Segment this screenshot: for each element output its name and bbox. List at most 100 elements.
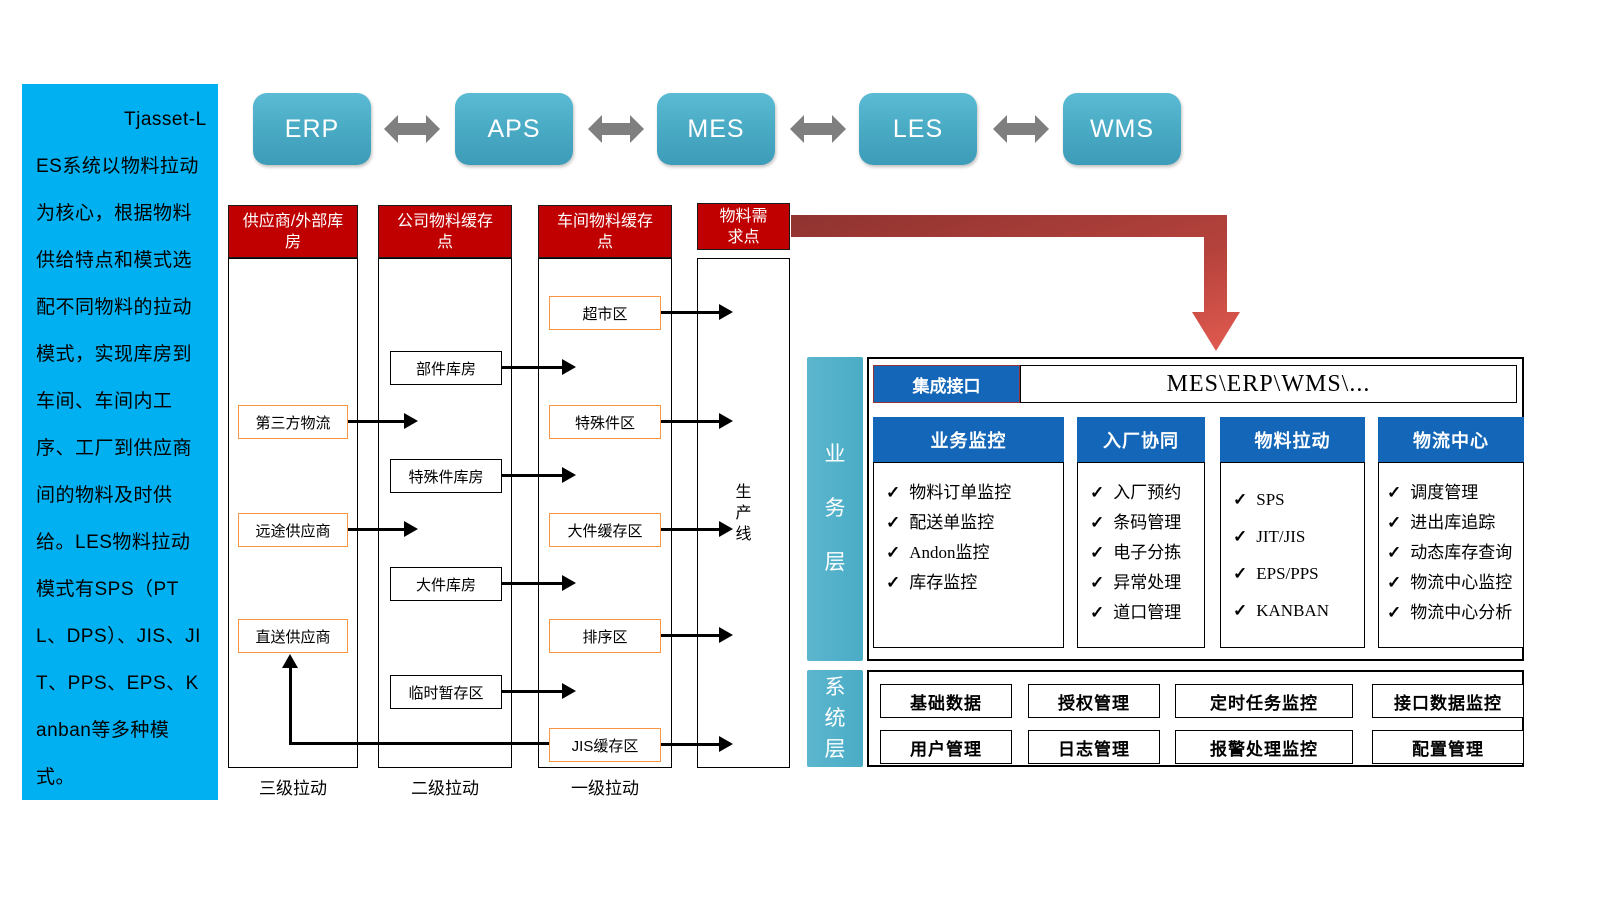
- check-icon: ✓: [1387, 513, 1402, 532]
- node-label: 远途供应商: [255, 522, 331, 540]
- module-item-label: 物流中心监控: [1410, 573, 1513, 592]
- system-item-configuration-management: 配置管理: [1372, 730, 1524, 764]
- module-title: 物流中心: [1413, 430, 1489, 451]
- system-item-label: 接口数据监控: [1394, 693, 1502, 713]
- column-header-label: 物料需求点: [719, 207, 768, 246]
- module-item-label: EPS/PPS: [1256, 564, 1319, 583]
- node-third-party-logistics: 第三方物流: [238, 405, 348, 439]
- layer-label-text: 系统层: [824, 676, 846, 761]
- system-item-log-management: 日志管理: [1028, 730, 1160, 764]
- system-layer-label: 系统层: [807, 670, 863, 767]
- module-list-business-monitoring: ✓物料订单监控 ✓配送单监控 ✓Andon监控 ✓库存监控: [873, 462, 1064, 648]
- module-item: ✓物流中心分析: [1387, 600, 1523, 625]
- module-item-label: Andon监控: [909, 543, 990, 562]
- node-large-parts-warehouse: 大件库房: [390, 567, 502, 601]
- description-sidebar: Tjasset-LES系统以物料拉动为核心，根据物料供给特点和模式选配不同物料的…: [22, 84, 218, 800]
- module-item: ✓ 动态库存查询: [1387, 540, 1523, 565]
- node-label: 第三方物流: [255, 414, 331, 432]
- system-box-wms: WMS: [1063, 93, 1181, 165]
- module-item-label: 动态库存查询: [1410, 543, 1513, 562]
- layer-label-text: 业务层: [824, 443, 846, 574]
- system-box-label: LES: [892, 114, 944, 143]
- module-item: ✓条码管理: [1090, 510, 1204, 535]
- node-large-buffer-area: 大件缓存区: [549, 513, 661, 547]
- check-icon: ✓: [1233, 490, 1248, 509]
- system-item-label: 定时任务监控: [1210, 693, 1318, 713]
- production-line-label: 生产线: [735, 483, 752, 543]
- column-header-demand-point: 物料需求点: [697, 203, 790, 250]
- module-item: ✓进出库追踪: [1387, 510, 1523, 535]
- system-item-basic-data: 基础数据: [880, 684, 1012, 718]
- node-label: 直送供应商: [255, 628, 331, 646]
- flow-arrow: [661, 627, 733, 643]
- module-item: ✓SPS: [1233, 487, 1364, 512]
- module-item: ✓ 物流中心监控: [1387, 570, 1523, 595]
- check-icon: ✓: [1090, 483, 1105, 502]
- system-item-label: 基础数据: [910, 693, 982, 713]
- module-header-business-monitoring: 业务监控: [873, 417, 1064, 462]
- module-item: ✓ 电子分拣: [1090, 540, 1204, 565]
- node-label: 特殊件库房: [408, 468, 484, 486]
- module-item-label: 电子分拣: [1113, 543, 1182, 562]
- system-box-label: MES: [687, 114, 745, 143]
- module-item-label: 道口管理: [1113, 603, 1182, 622]
- system-item-label: 日志管理: [1058, 739, 1130, 759]
- column-header-label: 供应商/外部库房: [242, 212, 344, 251]
- module-list-inbound-collaboration: ✓入厂预约 ✓条码管理 ✓电子分拣 ✓异常处理 ✓道口管理: [1077, 462, 1205, 648]
- module-item-label: 物料订单监控: [909, 483, 1012, 502]
- flow-arrow: [661, 304, 733, 320]
- node-label: 大件库房: [415, 576, 476, 594]
- module-title: 物料拉动: [1254, 430, 1331, 451]
- integration-interface-label: 集成接口: [873, 365, 1020, 403]
- pull-level-text: 三级拉动: [259, 779, 327, 798]
- node-special-parts-area: 特殊件区: [549, 405, 661, 439]
- system-item-scheduled-task-monitor: 定时任务监控: [1175, 684, 1353, 718]
- check-icon: ✓: [1233, 527, 1248, 546]
- module-item: ✓库存监控: [886, 570, 1063, 595]
- system-box-label: ERP: [284, 114, 340, 143]
- node-label: 临时暂存区: [408, 684, 484, 702]
- node-long-distance-supplier: 远途供应商: [238, 513, 348, 547]
- system-box-label: APS: [487, 114, 541, 143]
- system-item-authorization: 授权管理: [1028, 684, 1160, 718]
- module-item: ✓ 道口管理: [1090, 600, 1204, 625]
- system-item-label: 报警处理监控: [1210, 739, 1318, 759]
- check-icon: ✓: [886, 483, 901, 502]
- module-item: ✓ EPS/PPS: [1233, 561, 1364, 586]
- flow-arrow: [348, 521, 418, 537]
- check-icon: ✓: [1387, 543, 1402, 562]
- flow-arrow: [502, 467, 576, 483]
- check-icon: ✓: [1233, 601, 1248, 620]
- check-icon: ✓: [1090, 573, 1105, 592]
- flow-arrow: [502, 575, 576, 591]
- node-temporary-storage: 临时暂存区: [390, 675, 502, 709]
- node-jis-buffer-area: JIS缓存区: [549, 728, 661, 762]
- module-item-label: 调度管理: [1410, 483, 1479, 502]
- check-icon: ✓: [1387, 483, 1402, 502]
- check-icon: ✓: [1387, 603, 1402, 622]
- module-header-inbound-collaboration: 入厂协同: [1077, 417, 1205, 462]
- check-icon: ✓: [1090, 603, 1105, 622]
- check-icon: ✓: [1233, 564, 1248, 583]
- column-header-supplier: 供应商/外部库房: [228, 205, 358, 258]
- column-header-label: 公司物料缓存点: [396, 212, 493, 251]
- column-header-label: 车间物料缓存点: [556, 212, 653, 251]
- node-label: 排序区: [582, 628, 628, 646]
- module-item: ✓异常处理: [1090, 570, 1204, 595]
- check-icon: ✓: [1387, 573, 1402, 592]
- sync-arrow-icon: [588, 115, 644, 143]
- flow-arrow: [348, 413, 418, 429]
- integration-systems-text: MES\ERP\WMS\...: [1166, 370, 1371, 397]
- check-icon: ✓: [886, 543, 901, 562]
- check-icon: ✓: [1090, 543, 1105, 562]
- demand-to-les-arrow: [791, 215, 1240, 351]
- sync-arrow-icon: [993, 115, 1049, 143]
- flow-arrow: [502, 359, 576, 375]
- sync-arrow-icon: [384, 115, 440, 143]
- check-icon: ✓: [1090, 513, 1105, 532]
- system-item-interface-data-monitor: 接口数据监控: [1372, 684, 1524, 718]
- system-item-label: 配置管理: [1412, 739, 1484, 759]
- module-header-logistics-center: 物流中心: [1378, 417, 1524, 462]
- system-item-label: 授权管理: [1058, 693, 1130, 713]
- module-item: ✓JIT/JIS: [1233, 524, 1364, 549]
